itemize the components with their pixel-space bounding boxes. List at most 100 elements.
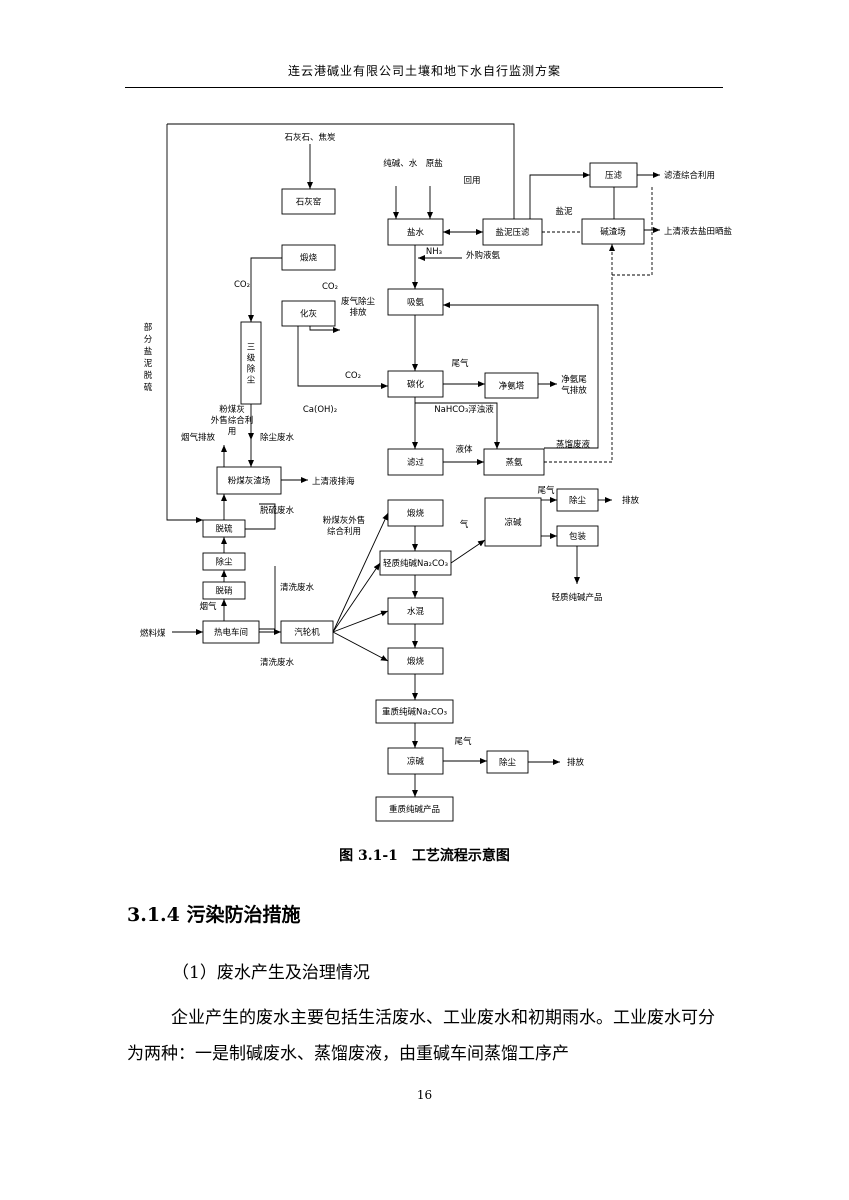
label-co2-b: CO₂ xyxy=(322,282,338,292)
label-supernatant-salt: 上清液去盐田晒盐 xyxy=(664,226,733,237)
box-mud-press xyxy=(482,218,543,246)
box-denitr xyxy=(202,581,246,600)
flow-line xyxy=(297,326,388,389)
flow-line xyxy=(450,539,486,564)
flow-line xyxy=(332,562,381,633)
label-salt-mud: 盐泥 xyxy=(555,206,573,217)
box-dense-ash-label: 重质纯碱Na₂CO₃ xyxy=(382,707,447,718)
box-calcine3 xyxy=(387,647,444,675)
box-dedust-dense xyxy=(486,750,529,774)
box-dust-3stage xyxy=(240,321,262,405)
label-tail-gas3: 尾气 xyxy=(454,736,472,747)
box-ash-yard-label: 粉煤灰渣场 xyxy=(228,476,271,487)
label-supernatant-sea: 上清液排海 xyxy=(312,476,355,487)
box-dedust xyxy=(202,552,246,571)
label-lime-coke: 石灰石、焦炭 xyxy=(284,132,336,143)
box-ammonia-tower xyxy=(484,372,539,399)
label-tail-gas2: 尾气 xyxy=(537,485,555,496)
label-smoke-vent: 烟气排放 xyxy=(181,432,216,443)
box-cooling-light-label: 凉碱 xyxy=(504,517,522,528)
box-denitr-label: 脱硝 xyxy=(215,586,232,597)
label-nahco3: NaHCO₃浮浊液 xyxy=(434,404,494,415)
box-distill xyxy=(483,448,545,476)
process-flow-diagram: 石灰窑煅烧化灰三级除尘盐水盐泥压滤压滤碱渣场吸氨碳化净氨塔滤过蒸氨粉煤灰渣场脱硫… xyxy=(140,123,733,822)
box-calcine1-label: 煅烧 xyxy=(300,253,318,264)
label-flue-gas: 烟气 xyxy=(199,601,217,612)
label-purge-vent: 净氨尾气排放 xyxy=(561,374,587,396)
box-dedust-dense-label: 除尘 xyxy=(499,757,517,768)
flow-line xyxy=(415,402,500,449)
box-slaking xyxy=(281,300,336,327)
subsection-title: （1）废水产生及治理情况 xyxy=(172,963,370,983)
box-brine-label: 盐水 xyxy=(407,227,425,238)
flow-line xyxy=(245,503,276,530)
box-power xyxy=(202,620,260,644)
box-dust-3stage-label: 三级除尘 xyxy=(247,343,256,386)
box-carbonation-label: 碳化 xyxy=(407,379,425,390)
flow-line xyxy=(332,512,389,633)
box-carbonation xyxy=(387,370,444,398)
label-co2-c: CO₂ xyxy=(345,371,361,381)
box-calcine1 xyxy=(281,244,336,271)
box-cooling-dense xyxy=(387,747,444,775)
box-distill-label: 蒸氨 xyxy=(505,457,523,468)
label-fuel-coal: 燃料煤 xyxy=(140,628,166,639)
label-vent2: 排放 xyxy=(567,757,585,768)
flow-line xyxy=(332,631,389,662)
flow-line xyxy=(166,124,203,523)
box-cooling-dense-label: 凉碱 xyxy=(407,756,425,767)
box-dedust-label: 除尘 xyxy=(215,557,233,568)
page-header: 连云港碱业有限公司土壤和地下水自行监测方案 xyxy=(287,64,561,78)
box-power-label: 热电车间 xyxy=(214,627,248,638)
label-residue-use: 滤渣综合利用 xyxy=(664,170,715,181)
label-wash-water1: 清洗废水 xyxy=(280,582,315,593)
label-caoh2: Ca(OH)₂ xyxy=(303,405,337,415)
box-ammonia-abs-label: 吸氨 xyxy=(407,297,425,308)
box-mud-press-label: 盐泥压滤 xyxy=(495,227,530,238)
label-gas: 气 xyxy=(460,519,469,530)
box-dense-ash xyxy=(375,699,454,724)
box-desulf xyxy=(202,519,246,538)
box-desulf-label: 脱硫 xyxy=(215,524,233,535)
box-hydration-label: 水混 xyxy=(407,606,425,617)
box-limestone-kiln-label: 石灰窑 xyxy=(296,197,322,208)
label-recycle: 回用 xyxy=(463,176,480,186)
box-filtration-label: 滤过 xyxy=(407,457,425,468)
box-ash-yard xyxy=(216,466,282,495)
body-paragraph: 企业产生的废水主要包括生活废水、工业废水和初期雨水。工业废水可分为两种：一是制碱… xyxy=(127,1008,715,1064)
box-dense-product-label: 重质纯碱产品 xyxy=(389,804,440,815)
box-dedust-light xyxy=(556,488,599,512)
box-packing-label: 包装 xyxy=(569,531,587,542)
box-brine xyxy=(387,218,444,246)
flow-line xyxy=(332,610,389,633)
box-slaking-label: 化灰 xyxy=(300,309,317,320)
label-wash-water2: 清洗废水 xyxy=(260,657,295,668)
label-dust-water: 除尘废水 xyxy=(260,432,295,443)
label-co2-a: CO₂ xyxy=(234,280,250,290)
label-tail-gas1: 尾气 xyxy=(451,358,469,369)
label-desulf-water: 脱硫废水 xyxy=(260,505,295,516)
flow-line xyxy=(529,172,590,219)
label-light-product: 轻质纯碱产品 xyxy=(551,592,602,603)
label-bought-nh3: 外购液氨 xyxy=(466,250,501,261)
label-flyash-use2: 粉煤灰外售综合利用 xyxy=(323,515,366,537)
header-rule xyxy=(125,87,723,88)
label-waste-gas: 废气除尘排放 xyxy=(341,296,376,318)
box-light-ash-label: 轻质纯碱Na₂CO₃ xyxy=(383,558,448,569)
box-dedust-light-label: 除尘 xyxy=(569,495,587,506)
box-filtration xyxy=(387,448,444,476)
label-soda-water-salt: 纯碱、水 原盐 xyxy=(383,158,443,169)
flow-line xyxy=(248,257,282,322)
flow-line xyxy=(612,187,653,276)
box-ammonia-tower-label: 净氨塔 xyxy=(499,381,525,392)
box-light-ash xyxy=(379,550,452,576)
label-distill-waste: 蒸馏废液 xyxy=(556,439,591,450)
flow-line xyxy=(309,326,340,333)
box-calcine2 xyxy=(387,499,444,527)
box-turbine-label: 汽轮机 xyxy=(294,627,320,638)
box-alkali-yard-label: 碱渣场 xyxy=(600,227,626,238)
figure-caption: 图 3.1-1 工艺流程示意图 xyxy=(339,848,510,864)
box-calcine3-label: 煅烧 xyxy=(407,656,425,667)
box-turbine xyxy=(280,620,334,644)
box-limestone-kiln xyxy=(281,188,336,215)
